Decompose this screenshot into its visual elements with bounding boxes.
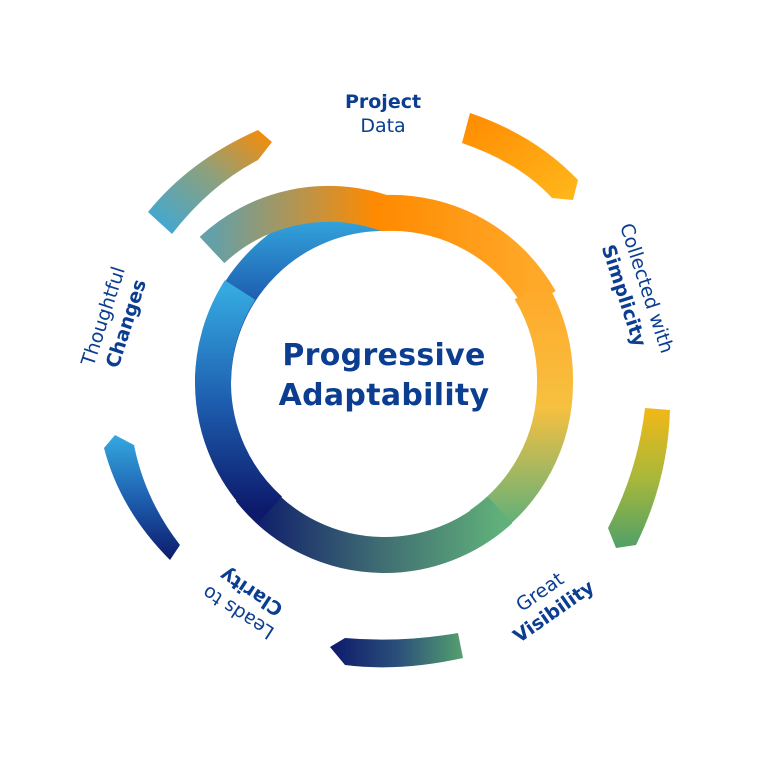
arc-top-right [462,113,578,200]
arc-bottom [330,633,463,668]
outer-arcs [104,113,670,668]
arc-right [608,408,670,548]
inner-ring [194,185,574,574]
arc-left [104,435,180,560]
title-line-1: Progressive [282,338,486,373]
label-bold: Project [344,91,422,113]
title-line-2: Adaptability [278,378,490,413]
arc-top-left [148,130,272,234]
label-project-data: Project Data [328,90,438,138]
center-title: Progressive Adaptability [0,336,768,416]
label-light: Data [360,115,406,137]
